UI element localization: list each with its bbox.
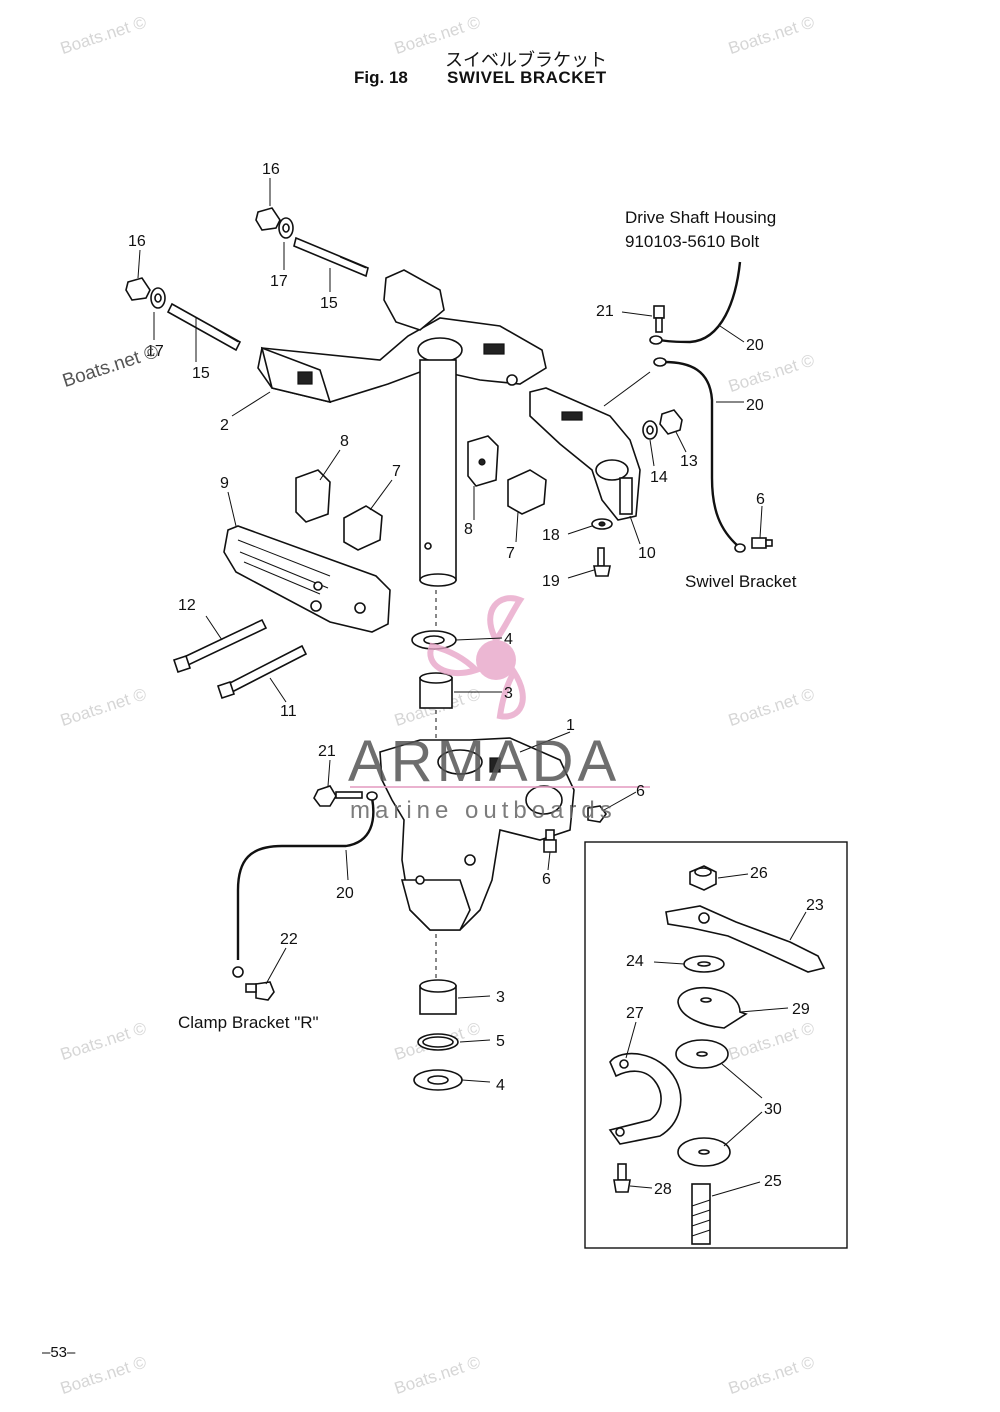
washer-17-lower <box>150 287 166 309</box>
washer-17-upper <box>278 217 294 239</box>
ground-wire-20-upper <box>649 261 742 345</box>
callout-30: 30 <box>764 1101 782 1118</box>
callout-13: 13 <box>680 453 698 470</box>
tilt-lever-23 <box>665 905 826 973</box>
callout-2: 2 <box>220 417 229 434</box>
callout-11: 11 <box>280 703 297 720</box>
callout-20: 20 <box>746 397 764 414</box>
mount-8-left <box>295 469 331 523</box>
callout-12: 12 <box>178 597 196 614</box>
bolt-19 <box>593 547 611 577</box>
title-japanese: スイベルブラケット <box>445 50 607 71</box>
bolt-6-lower <box>543 829 557 853</box>
bolt-22 <box>245 981 275 1001</box>
callout-21: 21 <box>318 743 336 760</box>
bolt-6-mid <box>587 805 607 823</box>
callout-4: 4 <box>496 1077 505 1094</box>
callout-3: 3 <box>496 989 505 1006</box>
callout-27: 27 <box>626 1005 644 1022</box>
plate-30-lower <box>677 1137 731 1167</box>
callout-6: 6 <box>542 871 551 888</box>
brand-watermark-subtitle: marine outboards <box>350 797 617 824</box>
washer-18 <box>591 518 613 530</box>
callout-16: 16 <box>262 161 280 178</box>
mount-7-left <box>343 505 383 551</box>
callout-21: 21 <box>596 303 614 320</box>
nut-16-lower <box>125 277 151 301</box>
pin-25 <box>691 1183 711 1245</box>
plate-30-upper <box>675 1039 729 1069</box>
bolt-11 <box>216 644 308 700</box>
brand-watermark: ARMADA <box>348 729 621 794</box>
washer-24 <box>683 955 725 973</box>
callout-6: 6 <box>636 783 645 800</box>
figure-number: Fig. 18 <box>354 68 408 87</box>
callout-19: 19 <box>542 573 560 590</box>
callout-14: 14 <box>650 469 668 486</box>
callout-24: 24 <box>626 953 644 970</box>
callout-26: 26 <box>750 865 768 882</box>
nut-16-upper <box>255 207 281 231</box>
note-drive-shaft-housing: Drive Shaft Housing <box>625 208 777 227</box>
callout-10: 10 <box>638 545 656 562</box>
callout-22: 22 <box>280 931 298 948</box>
clamp-plate-9 <box>223 525 391 633</box>
bushing-3-lower <box>419 979 457 1015</box>
nut-13 <box>659 409 683 435</box>
steering-shaft <box>419 359 457 587</box>
callout-5: 5 <box>496 1033 505 1050</box>
callout-15: 15 <box>320 295 338 312</box>
callout-29: 29 <box>792 1001 810 1018</box>
swivel-arm-2 <box>257 269 547 404</box>
nut-26 <box>689 865 717 891</box>
callout-1: 1 <box>566 717 575 734</box>
bolt-12 <box>172 618 268 674</box>
page-title: SWIVEL BRACKET <box>447 68 607 87</box>
callout-15: 15 <box>192 365 210 382</box>
callout-8: 8 <box>340 433 349 450</box>
ground-wire-20-lower <box>653 357 746 553</box>
ground-wire-20-clamp <box>232 791 378 978</box>
callout-16: 16 <box>128 233 146 250</box>
bolt-21-upper <box>653 305 665 333</box>
callout-23: 23 <box>806 897 824 914</box>
bolt-21-lower <box>313 785 363 807</box>
callout-25: 25 <box>764 1173 782 1190</box>
link-27 <box>608 1052 682 1145</box>
washer-4-lower <box>413 1069 463 1091</box>
callout-20: 20 <box>746 337 764 354</box>
bracket-10 <box>529 387 641 521</box>
page-number: –53– <box>42 1344 76 1361</box>
callout-8: 8 <box>464 521 473 538</box>
callout-9: 9 <box>220 475 229 492</box>
bolt-15-lower <box>166 302 242 352</box>
note-bolt-number: 910103-5610 Bolt <box>625 232 760 251</box>
callout-17: 17 <box>146 343 164 360</box>
note-clamp-bracket: Clamp Bracket "R" <box>178 1013 319 1032</box>
plate-29 <box>677 986 748 1029</box>
callout-7: 7 <box>392 463 401 480</box>
mount-8-right <box>467 435 499 487</box>
callout-20: 20 <box>336 885 354 902</box>
callout-17: 17 <box>270 273 288 290</box>
bushing-3-upper <box>419 672 453 709</box>
callout-18: 18 <box>542 527 560 544</box>
bolt-15-upper <box>293 236 369 278</box>
bolt-28 <box>613 1163 631 1193</box>
mount-7-right <box>507 469 547 515</box>
bolt-6-upper <box>751 537 773 549</box>
inset-frame <box>584 841 848 1249</box>
o-ring-5 <box>417 1033 459 1051</box>
callout-6: 6 <box>756 491 765 508</box>
callout-4: 4 <box>504 631 513 648</box>
callout-28: 28 <box>654 1181 672 1198</box>
callout-3: 3 <box>504 685 513 702</box>
note-swivel-bracket: Swivel Bracket <box>685 572 797 591</box>
leader-lines <box>137 178 807 1197</box>
callout-7: 7 <box>506 545 515 562</box>
armada-logo <box>350 595 650 788</box>
washer-14 <box>642 420 658 440</box>
